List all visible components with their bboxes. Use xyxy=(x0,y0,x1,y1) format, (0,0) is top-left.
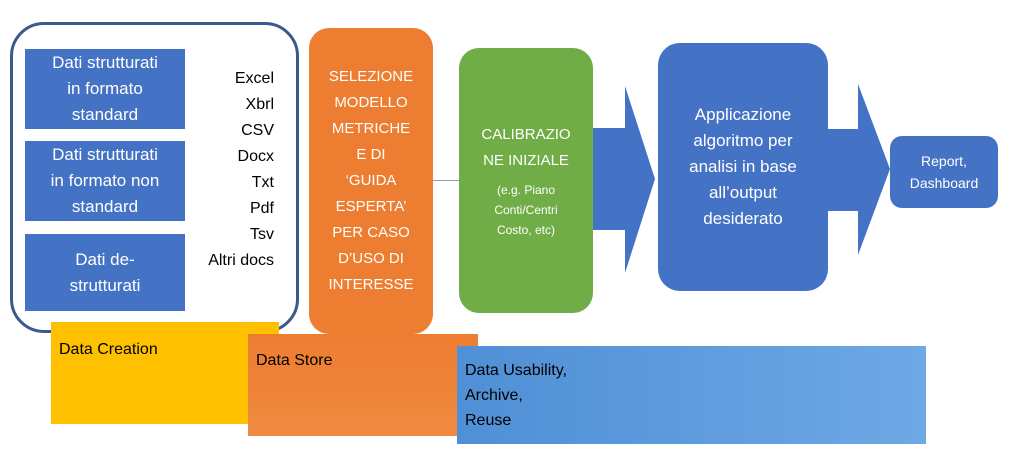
box-line: Dati strutturati xyxy=(52,145,158,164)
selection-line: ‘GUIDA xyxy=(345,172,397,189)
band-label: Data Store xyxy=(256,352,333,369)
calibration-line: CALIBRAZIO xyxy=(481,125,571,143)
selection-line: ESPERTA’ xyxy=(335,198,407,215)
format-xbrl: Xbrl xyxy=(245,96,274,113)
box-line: strutturati xyxy=(69,275,141,295)
box-line: standard xyxy=(71,105,139,124)
report-dashboard-box: Report, Dashboard xyxy=(890,136,998,208)
data-usability-band: Data Usability, Archive, Reuse xyxy=(457,346,926,444)
selection-line: SELEZIONE xyxy=(328,68,414,85)
selection-line: D’USO DI xyxy=(338,250,404,267)
application-line: algoritmo per xyxy=(693,131,793,150)
application-line: analisi in base xyxy=(689,157,797,176)
data-creation-band: Data Creation xyxy=(51,322,279,424)
model-selection-box: SELEZIONE MODELLO METRICHE E DI ‘GUIDA E… xyxy=(309,28,433,334)
calibration-sub-line: Conti/Centri xyxy=(494,202,558,217)
application-line: all’output xyxy=(708,183,778,202)
calibration-sub-line: (e.g. Piano xyxy=(496,182,556,197)
box-line: Dati de- xyxy=(75,249,135,269)
structured-nonstandard-box: Dati strutturati in formato non standard xyxy=(25,141,185,221)
data-store-band: Data Store xyxy=(248,334,478,436)
application-line: Applicazione xyxy=(694,105,792,124)
band-label: Data Creation xyxy=(59,341,158,358)
application-line: desiderato xyxy=(703,209,783,228)
arrow-right-icon xyxy=(828,84,890,255)
box-line: Dati strutturati xyxy=(52,53,158,72)
box-line: in formato non xyxy=(50,171,160,190)
unstructured-box: Dati de- strutturati xyxy=(25,234,185,311)
format-docx: Docx xyxy=(237,148,274,165)
structured-standard-box: Dati strutturati in formato standard xyxy=(25,49,185,129)
format-pdf: Pdf xyxy=(249,200,274,217)
selection-line: MODELLO xyxy=(334,94,408,111)
format-tsv: Tsv xyxy=(250,226,274,243)
format-list: Excel Xbrl CSV Docx Txt Pdf Tsv Altri do… xyxy=(150,66,274,274)
selection-line: INTERESSE xyxy=(328,276,414,293)
band-label: Data Usability, xyxy=(465,362,567,379)
format-other-docs: Altri docs xyxy=(208,252,274,269)
format-excel: Excel xyxy=(234,70,274,87)
calibration-line: NE INIZIALE xyxy=(483,151,569,169)
box-line: standard xyxy=(71,197,139,216)
selection-line: E DI xyxy=(356,146,386,163)
arrow-right-icon xyxy=(593,86,655,273)
selection-line: METRICHE xyxy=(331,120,411,137)
report-line: Dashboard xyxy=(909,175,979,191)
calibration-box: CALIBRAZIO NE INIZIALE (e.g. Piano Conti… xyxy=(459,48,593,313)
connector-line xyxy=(433,180,460,181)
calibration-sub-line: Costo, etc) xyxy=(496,222,555,237)
selection-line: PER CASO xyxy=(332,224,410,241)
format-csv: CSV xyxy=(241,122,274,139)
band-label: Reuse xyxy=(465,412,512,429)
format-txt: Txt xyxy=(251,174,274,191)
report-line: Report, xyxy=(921,153,967,169)
algorithm-application-box: Applicazione algoritmo per analisi in ba… xyxy=(658,43,828,291)
box-line: in formato xyxy=(67,79,143,98)
band-label: Archive, xyxy=(465,387,523,404)
